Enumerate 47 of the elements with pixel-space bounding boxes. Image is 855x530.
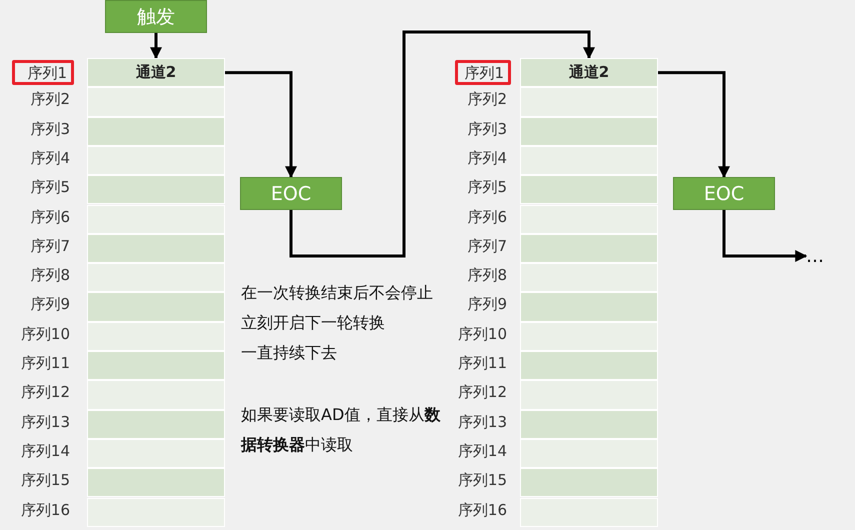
ellipsis-text: … — [806, 242, 836, 270]
sequence-label: 序列8 — [466, 265, 508, 286]
eoc-box: EOC — [673, 177, 775, 210]
arrow — [225, 71, 297, 178]
channel-cell: 通道2 — [87, 58, 225, 88]
sequence-label: 序列11 — [20, 353, 71, 374]
sequence-label: 序列2 — [466, 89, 508, 110]
sequence-label: 序列3 — [29, 118, 71, 140]
sequence-label: 序列7 — [466, 236, 508, 257]
sequence-label: 序列10 — [20, 324, 71, 345]
sequence-label: 序列12 — [20, 382, 71, 404]
arrow — [722, 210, 808, 262]
note-text: 立刻开启下一轮转换 — [241, 313, 385, 334]
channel-cell: 通道2 — [520, 58, 658, 88]
sequence-label: 序列13 — [20, 412, 71, 433]
sequence-label: 序列7 — [29, 236, 71, 257]
sequence-label: 序列2 — [29, 89, 71, 110]
sequence-label: 序列11 — [456, 353, 508, 374]
sequence-label: 序列4 — [466, 148, 508, 169]
sequence-label: 序列6 — [29, 206, 71, 228]
sequence-label: 序列15 — [20, 470, 71, 492]
sequence-label: 序列5 — [466, 177, 508, 198]
arrow — [150, 33, 162, 60]
sequence-label: 序列8 — [29, 265, 71, 286]
sequence-label: 序列10 — [456, 324, 508, 345]
sequence-label: 序列6 — [466, 206, 508, 228]
arrow — [658, 71, 730, 178]
sequence-label: 序列4 — [29, 148, 71, 169]
sequence-label: 序列9 — [466, 294, 508, 316]
sequence-label: 序列5 — [29, 177, 71, 198]
note-text: 如果要读取AD值，直接从数据转换器中读取 — [241, 404, 442, 456]
highlighted-sequence-label: 序列1 — [12, 60, 74, 86]
sequence-label: 序列14 — [20, 440, 71, 462]
note-text: 一直持续下去 — [241, 343, 337, 364]
sequence-label: 序列16 — [456, 500, 508, 520]
sequence-label: 序列14 — [456, 440, 508, 462]
sequence-label: 序列16 — [20, 500, 71, 520]
highlighted-sequence-label: 序列1 — [455, 60, 511, 86]
eoc-box: EOC — [240, 177, 342, 210]
sequence-label: 序列12 — [456, 382, 508, 404]
sequence-label: 序列13 — [456, 412, 508, 433]
arrow — [290, 30, 595, 258]
sequence-label: 序列3 — [466, 118, 508, 140]
trigger-box: 触发 — [105, 0, 207, 33]
sequence-label: 序列9 — [29, 294, 71, 316]
note-text: 在一次转换结束后不会停止 — [241, 283, 433, 304]
sequence-label: 序列15 — [456, 470, 508, 492]
